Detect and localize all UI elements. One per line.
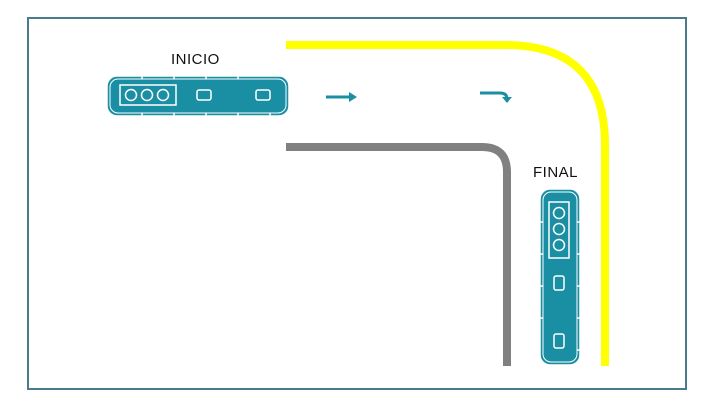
end-label: FINAL — [533, 164, 579, 181]
bus-end-icon — [537, 186, 583, 368]
start-label: INICIO — [171, 51, 220, 68]
outer-curb-line — [286, 41, 609, 366]
arrow-right-icon — [326, 92, 357, 102]
bus-start-icon — [104, 73, 292, 119]
inner-curb-line — [286, 143, 511, 366]
arrow-turn-right-icon — [480, 91, 512, 103]
